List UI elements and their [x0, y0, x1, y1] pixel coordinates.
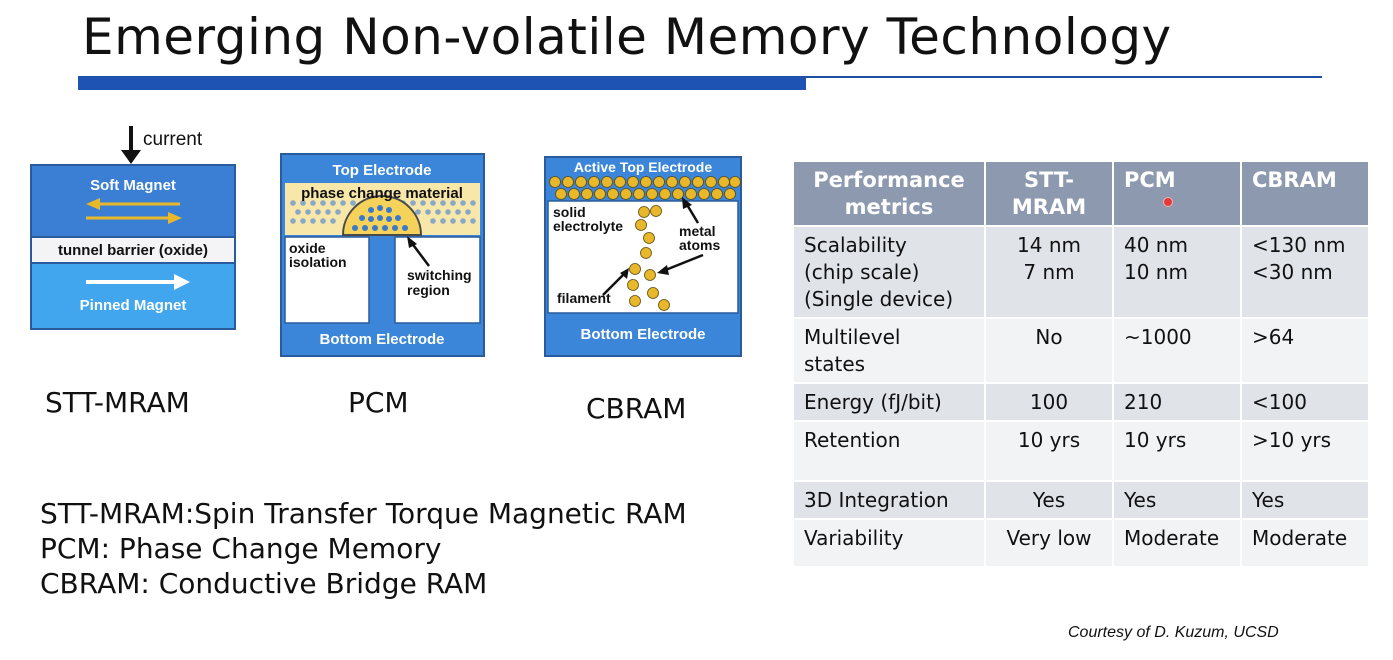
filament-atoms	[627, 205, 670, 311]
pointer-arrow-icon	[407, 236, 430, 267]
solid-label: solid	[553, 204, 586, 220]
phase-change-label: phase change material	[301, 185, 463, 202]
pointer-arrows-icon	[602, 197, 704, 296]
switching-label: switching	[407, 267, 472, 283]
cbram-cell: Yes	[1240, 480, 1370, 520]
header-pcm: PCM	[1112, 160, 1242, 227]
current-arrow-icon	[121, 126, 141, 164]
pcm-cell: Moderate	[1112, 518, 1242, 568]
pcm-cell: 210	[1112, 382, 1242, 422]
oxide-label: oxide	[289, 240, 326, 256]
switching-dots	[352, 205, 408, 231]
table-row: Retention 10 yrs 10 yrs >10 yrs	[792, 420, 1370, 482]
abbreviation-pcm: PCM: Phase Change Memory	[40, 532, 442, 565]
switching-dome	[341, 195, 423, 236]
metric-cell: Retention	[792, 420, 986, 482]
region-label: region	[407, 282, 450, 298]
right-arrow-icon	[86, 274, 190, 290]
pinned-magnet-label: Pinned Magnet	[80, 297, 187, 314]
metric-cell: Variability	[792, 518, 986, 568]
table-row: Scalability(chip scale)(Single device) 1…	[792, 225, 1370, 319]
pcm-diagram: Top Electrode phase change material oxid…	[280, 153, 485, 357]
soft-magnet-label: Soft Magnet	[90, 177, 176, 194]
pcm-cell: Yes	[1112, 480, 1242, 520]
tunnel-barrier-label: tunnel barrier (oxide)	[58, 242, 208, 259]
table-row: Energy (fJ/bit) 100 210 <100	[792, 382, 1370, 422]
metal-label: metal	[679, 223, 716, 239]
header-stt-mram: STT-MRAM	[984, 160, 1114, 227]
pcm-cell: ~1000	[1112, 317, 1242, 384]
metric-cell: Energy (fJ/bit)	[792, 382, 986, 422]
stt-cell: 100	[984, 382, 1114, 422]
laser-pointer-dot	[1163, 197, 1173, 207]
title-accent-bar	[78, 77, 806, 90]
top-electrode-label: Top Electrode	[333, 162, 432, 179]
top-atoms	[549, 176, 741, 200]
atoms-label: atoms	[679, 237, 720, 253]
stt-cell: Yes	[984, 480, 1114, 520]
page-title: Emerging Non-volatile Memory Technology	[82, 8, 1172, 66]
phase-change-dots	[290, 200, 476, 224]
current-label: current	[143, 129, 203, 150]
pcm-cell: 10 yrs	[1112, 420, 1242, 482]
cbram-diagram: Active Top Electrode solid electrolyte m…	[544, 156, 742, 357]
cbram-caption: CBRAM	[586, 392, 687, 425]
abbreviation-list: STT-MRAM:Spin Transfer Torque Magnetic R…	[40, 496, 687, 601]
filament-label: filament	[557, 290, 611, 306]
cbram-bottom-electrode-label: Bottom Electrode	[580, 326, 705, 343]
electrolyte-label: electrolyte	[553, 218, 623, 234]
cbram-cell: <130 nm<30 nm	[1240, 225, 1370, 319]
cbram-cell: >10 yrs	[1240, 420, 1370, 482]
table-row: Variability Very low Moderate Moderate	[792, 518, 1370, 568]
header-cbram: CBRAM	[1240, 160, 1370, 227]
stt-cell: No	[984, 317, 1114, 384]
cbram-cell: Moderate	[1240, 518, 1370, 568]
table-row: 3D Integration Yes Yes Yes	[792, 480, 1370, 520]
courtesy-note: Courtesy of D. Kuzum, UCSD	[1068, 624, 1279, 641]
stt-mram-diagram: current Soft Magnet tunnel barrier (oxid…	[30, 126, 236, 330]
cbram-cell: >64	[1240, 317, 1370, 384]
isolation-label: isolation	[289, 254, 347, 270]
metric-cell: Scalability(chip scale)(Single device)	[792, 225, 986, 319]
metric-cell: 3D Integration	[792, 480, 986, 520]
pcm-caption: PCM	[348, 386, 409, 419]
pcm-bottom-electrode-label: Bottom Electrode	[319, 331, 444, 348]
active-top-electrode-label: Active Top Electrode	[574, 159, 712, 175]
stt-mram-caption: STT-MRAM	[45, 386, 190, 419]
stt-cell: 10 yrs	[984, 420, 1114, 482]
bidirectional-arrow-icon	[86, 198, 182, 224]
cbram-cell: <100	[1240, 382, 1370, 422]
stt-cell: Very low	[984, 518, 1114, 568]
abbreviation-cbram: CBRAM: Conductive Bridge RAM	[40, 567, 488, 600]
abbreviation-stt: STT-MRAM:Spin Transfer Torque Magnetic R…	[40, 497, 687, 530]
